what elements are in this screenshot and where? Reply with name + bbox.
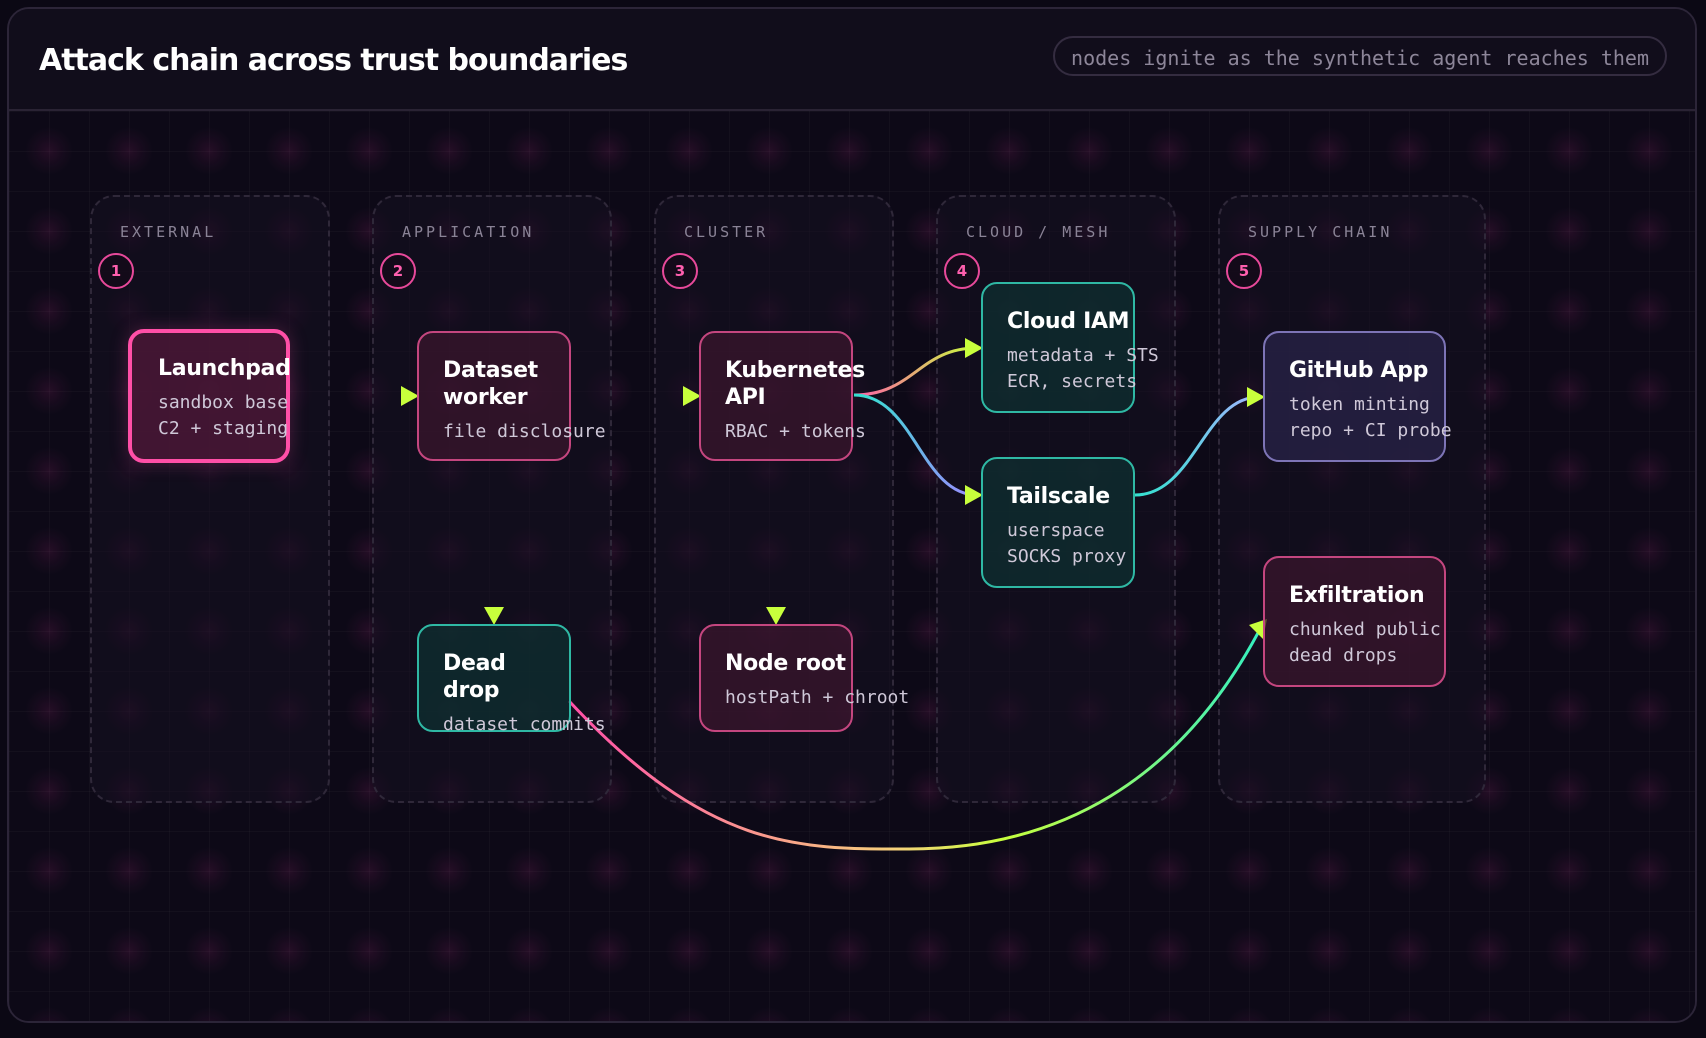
node-github-app[interactable]: GitHub App token minting repo + CI probe [1263, 331, 1452, 462]
node-title: Dead drop [443, 651, 506, 703]
node-detail: sandbox base C2 + staging [158, 390, 289, 442]
step-badge: 3 [662, 253, 698, 289]
node-exfiltration[interactable]: Exfiltration chunked public dead drops [1263, 556, 1446, 687]
step-badge: 5 [1226, 253, 1262, 289]
node-detail-line: SOCKS proxy [1007, 546, 1127, 567]
node-detail-line: file disclosure [443, 421, 606, 442]
node-title: GitHub App [1289, 358, 1429, 383]
node-title: Exfiltration [1289, 583, 1425, 608]
node-title: Dataset worker [443, 358, 538, 410]
step-badge: 1 [98, 253, 134, 289]
node-detail: token minting repo + CI probe [1289, 392, 1452, 444]
node-detail: userspace SOCKS proxy [1007, 518, 1133, 570]
node-launchpad[interactable]: Launchpad sandbox base C2 + staging [128, 329, 291, 463]
node-detail: metadata + STS ECR, secrets [1007, 343, 1159, 395]
header: Attack chain across trust boundaries nod… [9, 9, 1695, 111]
status-pill: nodes ignite as the synthetic agent reac… [1053, 36, 1667, 76]
zone-label: CLOUD / MESH [966, 223, 1111, 241]
node-detail: file disclosure [443, 419, 606, 445]
diagram-canvas: EXTERNAL 1 APPLICATION 2 CLUSTER 3 CLOUD… [9, 111, 1695, 1021]
node-detail-line: C2 + staging [158, 418, 289, 439]
zone-label: SUPPLY CHAIN [1248, 223, 1393, 241]
node-dataset-worker[interactable]: Dataset worker file disclosure [417, 331, 606, 461]
node-detail: chunked public dead drops [1289, 617, 1444, 669]
node-cloud-iam[interactable]: Cloud IAM metadata + STS ECR, secrets [981, 282, 1159, 413]
zone-label: CLUSTER [684, 223, 769, 241]
node-detail-line: hostPath + chroot [725, 687, 910, 708]
node-detail-line: ECR, secrets [1007, 371, 1138, 392]
node-detail: dataset commits [443, 712, 606, 738]
zone-label: APPLICATION [402, 223, 535, 241]
node-detail-line: sandbox base [158, 392, 289, 413]
node-detail-line: RBAC + tokens [725, 421, 866, 442]
node-dead-drop[interactable]: Dead drop dataset commits [417, 624, 606, 735]
node-detail-line: repo + CI probe [1289, 420, 1452, 441]
step-badge: 4 [944, 253, 980, 289]
node-detail-line: dataset commits [443, 714, 606, 735]
node-detail-line: chunked public [1289, 619, 1441, 640]
node-title: Node root [725, 651, 846, 676]
node-kubernetes-api[interactable]: Kubernetes API RBAC + tokens [699, 331, 866, 461]
app-window: Attack chain across trust boundaries nod… [7, 7, 1697, 1023]
node-detail-line: token minting [1289, 394, 1430, 415]
node-node-root[interactable]: Node root hostPath + chroot [699, 624, 910, 732]
node-title: Launchpad [158, 356, 291, 381]
node-detail-line: userspace [1007, 520, 1105, 541]
zone-label: EXTERNAL [120, 223, 217, 241]
node-detail: RBAC + tokens [725, 419, 866, 445]
node-detail: hostPath + chroot [725, 685, 910, 711]
step-badge: 2 [380, 253, 416, 289]
zone-external: EXTERNAL 1 [90, 195, 330, 803]
node-title: Tailscale [1007, 484, 1110, 509]
node-detail-line: dead drops [1289, 645, 1398, 666]
node-detail-line: metadata + STS [1007, 345, 1159, 366]
page-title: Attack chain across trust boundaries [39, 43, 628, 78]
node-title: Kubernetes API [725, 358, 865, 410]
zone-supply-chain: SUPPLY CHAIN 5 [1218, 195, 1486, 803]
node-tailscale[interactable]: Tailscale userspace SOCKS proxy [981, 457, 1135, 588]
node-title: Cloud IAM [1007, 309, 1130, 334]
